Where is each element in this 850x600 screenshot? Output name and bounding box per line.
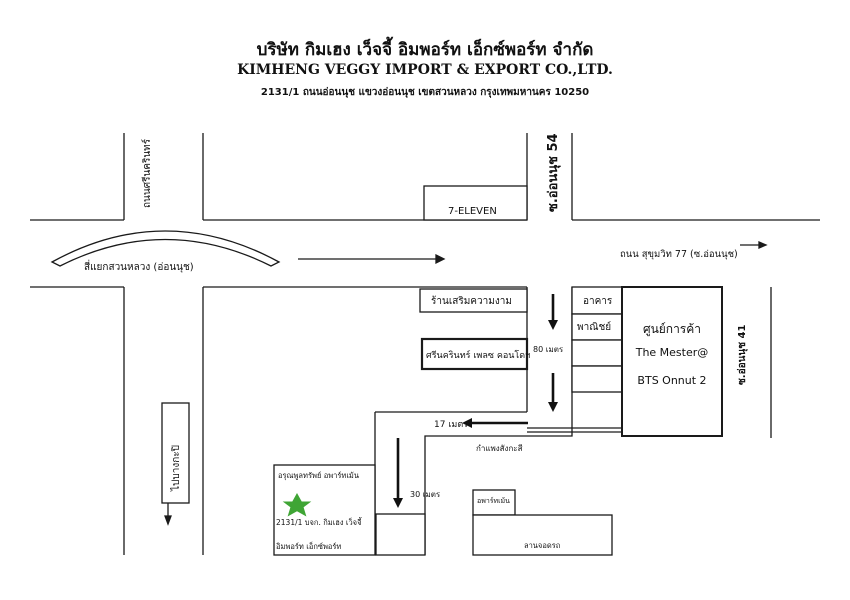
route-arrow-head (548, 320, 558, 330)
parking-building (472, 514, 613, 556)
arrow-head (435, 253, 446, 265)
route-arrows (393, 294, 558, 508)
apartment-2-building (472, 489, 516, 516)
arrow-head (164, 515, 172, 526)
road-edge (424, 430, 573, 555)
company-name-english: KIMHENG VEGGY IMPORT & EXPORT CO.,LTD. (237, 62, 613, 78)
route-arrow-head (393, 498, 403, 508)
route-arrow-head (462, 418, 472, 428)
distance-17m-label: 17 เมตร (434, 420, 468, 430)
apartment-label: อรุณพูลทรัพย์ อพาร์ทเม้น (278, 471, 359, 480)
direction-arrows (164, 241, 768, 526)
mall-building (621, 286, 723, 437)
mall-label-1: ศูนย์การค้า (643, 322, 701, 337)
to-bangkapi-label: ไปบางกะปิ (170, 445, 182, 492)
distance-30m-label: 30 เมตร (410, 490, 441, 499)
srinakarin-road-label: ถนนศรีนครินทร์ (141, 138, 153, 208)
apartment-2-label: อพาร์ทเม้น (477, 497, 510, 505)
overpass-bridge (50, 230, 281, 267)
condo-label: ศรีนครินทร์ เพลซ คอนโดฯ (426, 349, 530, 361)
seven-eleven-building (423, 185, 528, 221)
suan-luang-intersection-label: สี่แยกสวนหลวง (อ่อนนุช) (84, 259, 194, 273)
parking-label: ลานจอดรถ (524, 541, 560, 550)
sukhumvit-77-label: ถนน สุขุมวิท 77 (ซ.อ่อนนุช) (620, 249, 738, 260)
distance-80m-label: 80 เมตร (533, 345, 564, 354)
condo-building (420, 337, 529, 371)
route-arrow-head (548, 402, 558, 412)
salon-label: ร้านเสริมความงาม (431, 295, 512, 307)
soi-onnut-54-label: ซ.อ่อนนุช 54 (546, 133, 561, 212)
company-location-label-2: อิมพอร์ท เอ็กซ์พอร์ท (276, 541, 342, 551)
mall-label-3: BTS Onnut 2 (637, 374, 706, 387)
star-icon (282, 493, 312, 517)
company-location-label-1: 2131/1 บจก. กิมเฮง เว็จจี้ (276, 517, 363, 527)
arrow-head (758, 241, 768, 249)
company-name-thai: บริษัท กิมเฮง เว็จจี้ อิมพอร์ท เอ็กซ์พอร… (256, 40, 594, 60)
commercial-label-2: พาณิชย์ (577, 321, 611, 333)
salon-building (419, 288, 528, 313)
seven-eleven-label: 7-ELEVEN (448, 206, 497, 217)
commercial-label-1: อาคาร (583, 296, 613, 307)
commercial-building-3 (571, 339, 623, 367)
company-address: 2131/1 ถนนอ่อนนุช แขวงอ่อนนุช เขตสวนหลวง… (260, 87, 590, 98)
soi-onnut-41-label: ซ.อ่อนนุช 41 (736, 325, 748, 385)
commercial-building-4 (571, 365, 623, 393)
bangkapi-sign-box (161, 402, 190, 504)
buildings (161, 185, 723, 556)
metal-wall-label: กำแพงสังกะสี (476, 444, 523, 453)
small-building (375, 513, 426, 556)
mall-label-2: The Mester@ (635, 346, 709, 359)
